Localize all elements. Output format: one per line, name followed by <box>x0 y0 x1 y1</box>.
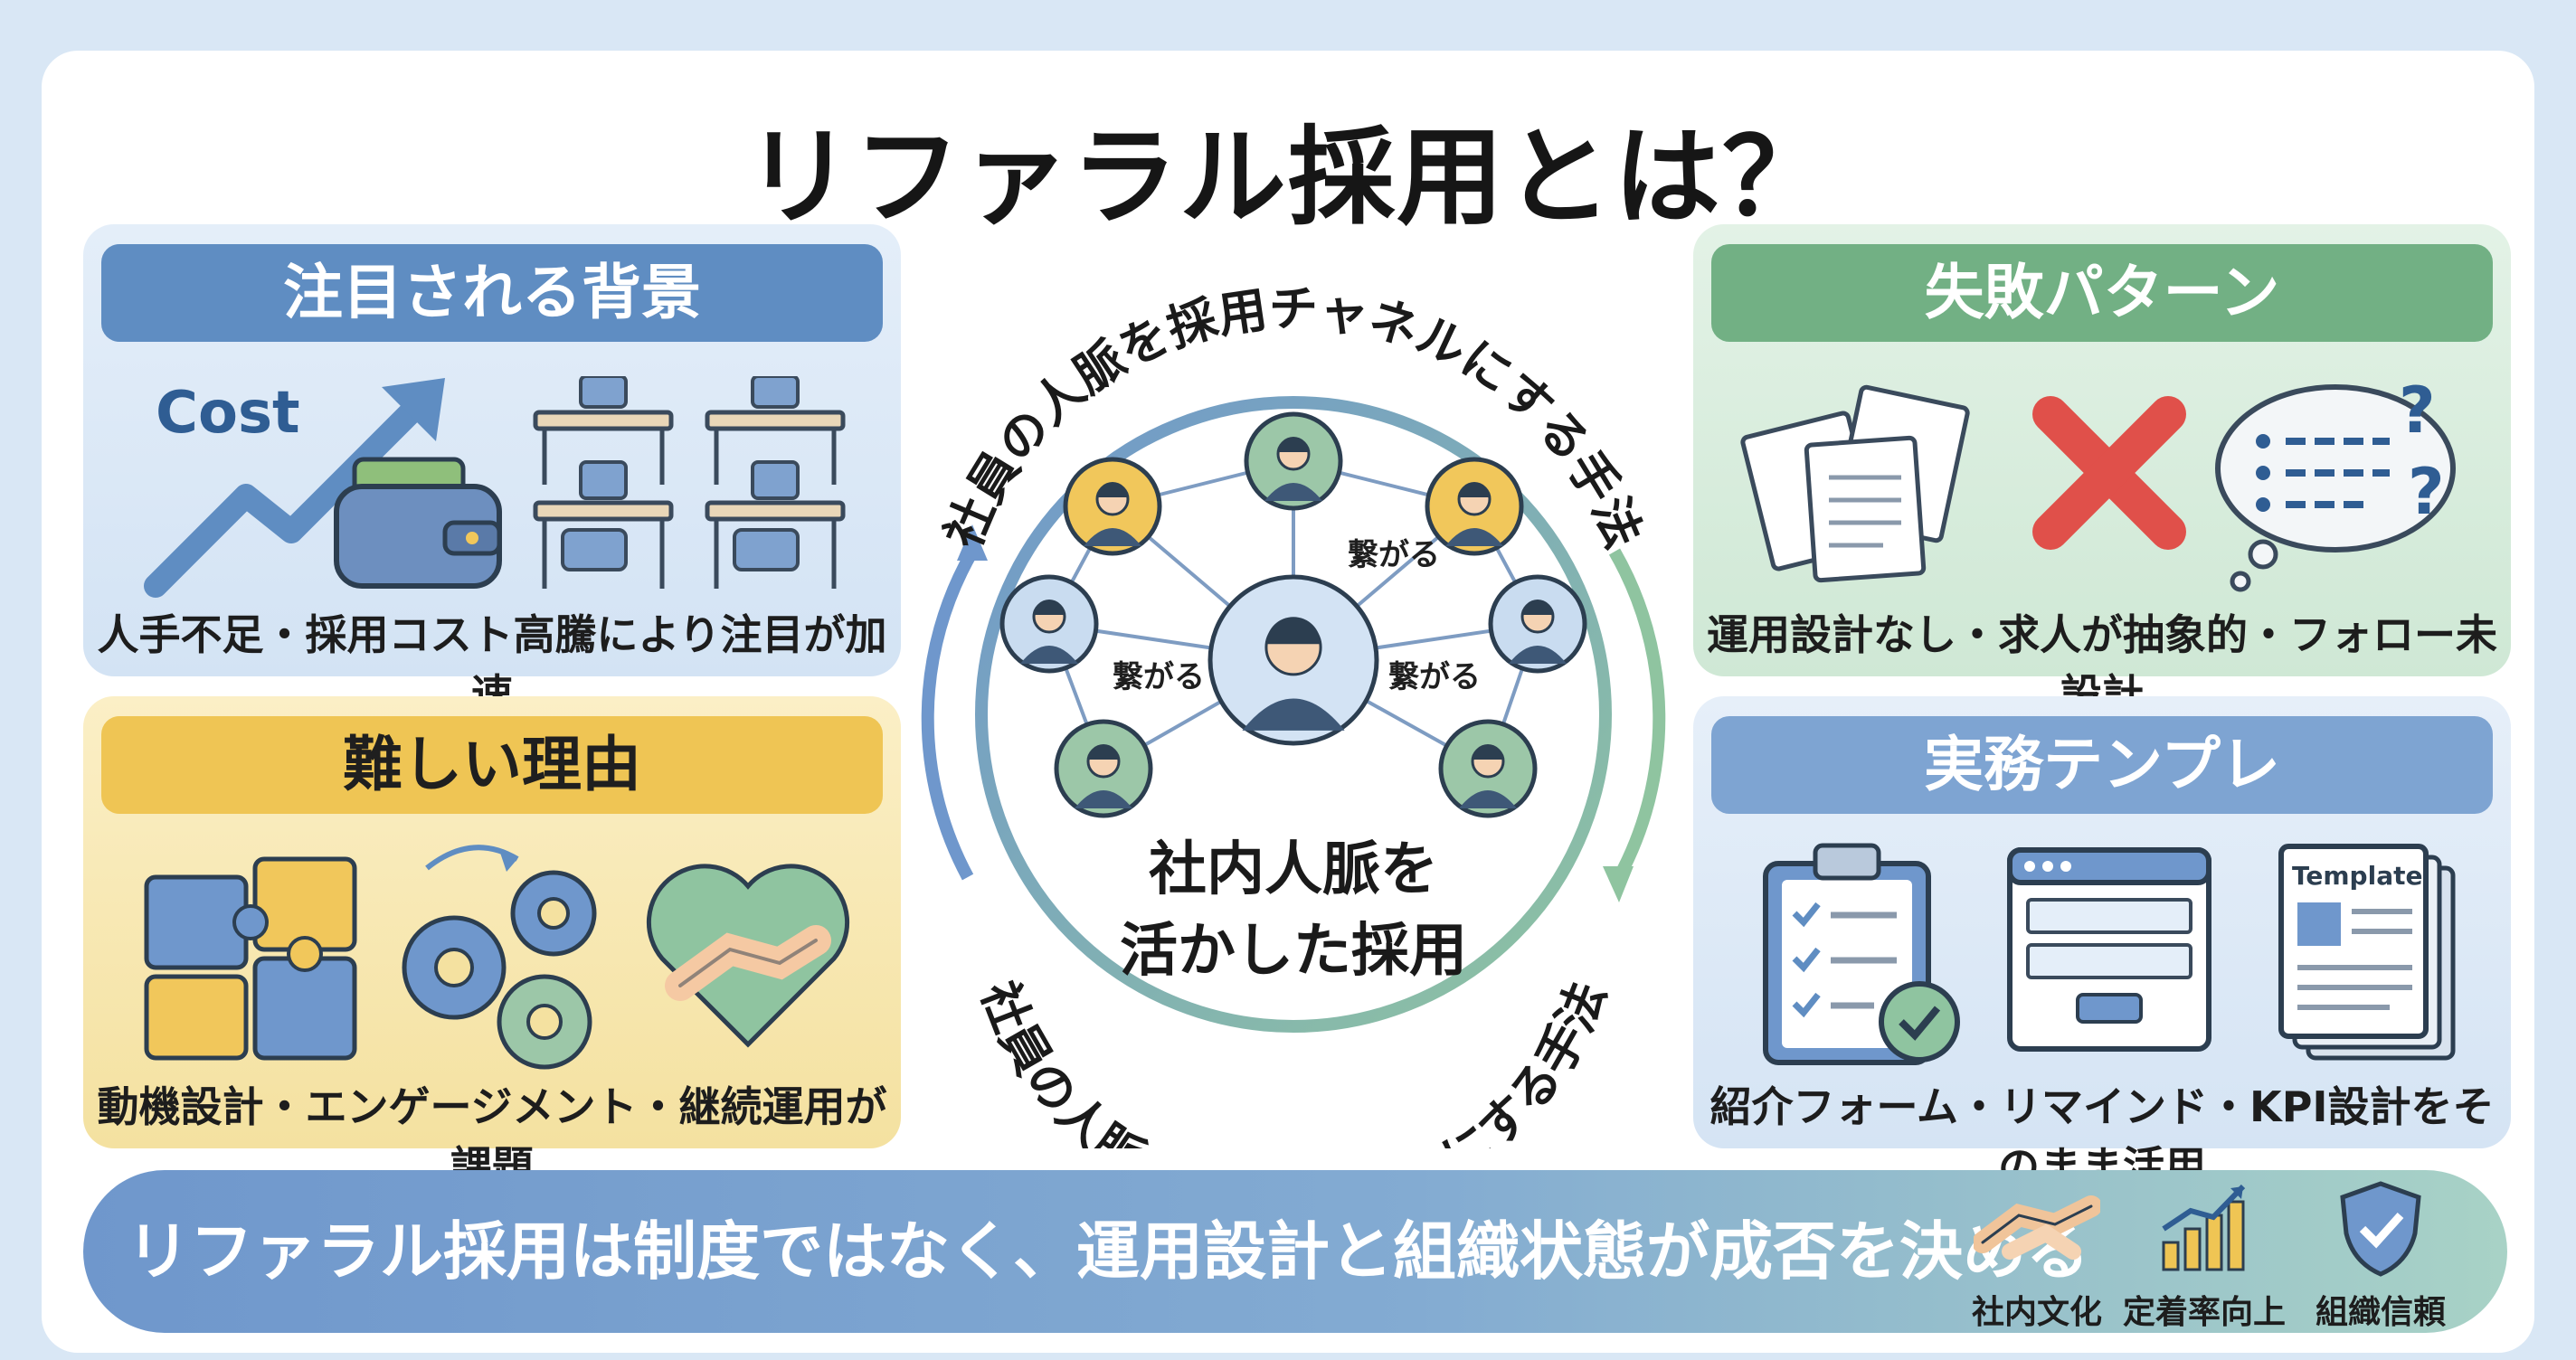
growth-chart-icon <box>2162 1184 2246 1271</box>
puzzle-icon <box>144 856 357 1061</box>
person-avatar-icon <box>1488 574 1587 674</box>
empty-desks-icon <box>533 376 846 589</box>
panel-template: 実務テンプレ Template <box>1693 696 2511 1191</box>
red-cross-icon <box>2032 396 2186 550</box>
panel-heading: 注目される背景 <box>101 244 883 342</box>
center-network-diagram: 社員の人脈を採用チャネルにする手法 社員の人脈を採用チャネルにする手法 繋がる … <box>921 280 1666 1148</box>
question-bubble-icon: ? ? <box>2215 373 2456 592</box>
banner-icon-label: 定着率向上 <box>2122 1294 2286 1331</box>
panel-background: 注目される背景 Cost 人 <box>83 224 901 719</box>
checklist-clipboard-icon <box>1763 843 1960 1065</box>
banner-icon-label: 組織信頼 <box>2315 1294 2446 1331</box>
panel-heading: 失敗パターン <box>1711 244 2493 342</box>
panel-caption: 人手不足・採用コスト高騰により注目が加速 <box>97 610 887 719</box>
panel-failure: 失敗パターン ? ? 運用設計なし・求人が抽象的 <box>1693 224 2511 719</box>
handshake-icon <box>1974 1195 2100 1260</box>
heart-handshake-icon <box>646 864 850 1048</box>
cycle-arrow-left <box>921 548 979 881</box>
cost-label: Cost <box>156 380 300 447</box>
person-avatar-icon <box>1425 457 1524 556</box>
shield-check-icon <box>2340 1181 2421 1277</box>
connect-label: 繋がる <box>1113 659 1205 695</box>
person-avatar-icon <box>1054 719 1153 818</box>
core-text-line2: 活かした採用 <box>1120 918 1467 985</box>
core-text-line1: 社内人脈を <box>1149 836 1438 903</box>
gears-icon <box>402 845 597 1070</box>
template-label: Template <box>2292 861 2422 891</box>
person-avatars <box>999 411 1587 818</box>
summary-banner: リファラル採用は制度ではなく、運用設計と組織状態が成否を決める 社内文化 定着率… <box>83 1170 2507 1333</box>
cycle-arrow-right <box>1608 548 1666 881</box>
wallet-icon <box>334 457 502 589</box>
panel-heading: 実務テンプレ <box>1711 716 2493 814</box>
panel-caption: 動機設計・エンゲージメント・継続運用が課題 <box>97 1082 887 1191</box>
connect-label: 繋がる <box>1388 659 1481 695</box>
banner-icon-label: 社内文化 <box>1971 1294 2102 1331</box>
person-avatar-icon <box>1244 411 1343 511</box>
person-avatar-icon <box>1208 574 1379 746</box>
page-title: リファラル採用とは？ <box>744 115 1831 240</box>
web-form-icon <box>2007 847 2211 1052</box>
svg-text:?: ? <box>2408 455 2445 529</box>
panel-difficulty: 難しい理由 動機設計・エンゲージメント・継続運用が課題 <box>83 696 901 1191</box>
person-avatar-icon <box>1438 719 1538 818</box>
person-avatar-icon <box>1063 457 1162 556</box>
svg-text:?: ? <box>2399 373 2436 448</box>
connect-label: 繋がる <box>1348 537 1440 573</box>
person-avatar-icon <box>999 574 1099 674</box>
template-document-icon: Template <box>2278 844 2456 1061</box>
banner-text: リファラル採用は制度ではなく、運用設計と組織状態が成否を決める <box>127 1214 2089 1289</box>
scattered-papers-icon <box>1740 384 1970 583</box>
cost-rising-icon: Cost <box>144 378 445 598</box>
panel-heading: 難しい理由 <box>101 716 883 814</box>
